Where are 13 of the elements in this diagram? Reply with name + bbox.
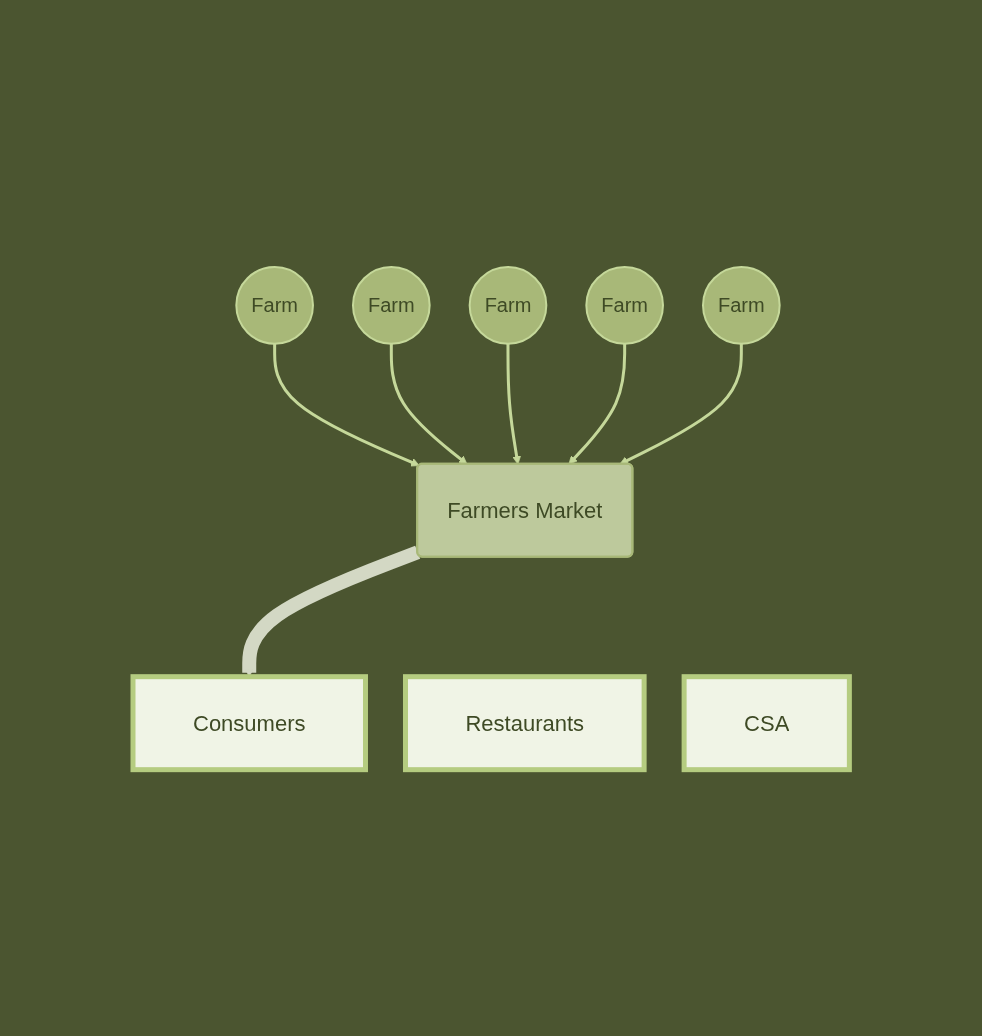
node-circle: Farm: [468, 265, 548, 345]
node-box: Restaurants: [402, 673, 647, 772]
node-circle: Farm: [235, 265, 314, 345]
arrow: [272, 343, 420, 467]
node-circle: Farm: [701, 265, 781, 345]
arrow: [568, 343, 626, 465]
arrow: [506, 343, 521, 465]
node-circle: Farm: [585, 265, 664, 345]
node-circle: Farm: [351, 265, 431, 345]
arrow: [619, 343, 743, 465]
node-box: Consumers: [130, 673, 368, 772]
arrow: [389, 343, 468, 465]
node-box: CSA: [681, 673, 852, 772]
